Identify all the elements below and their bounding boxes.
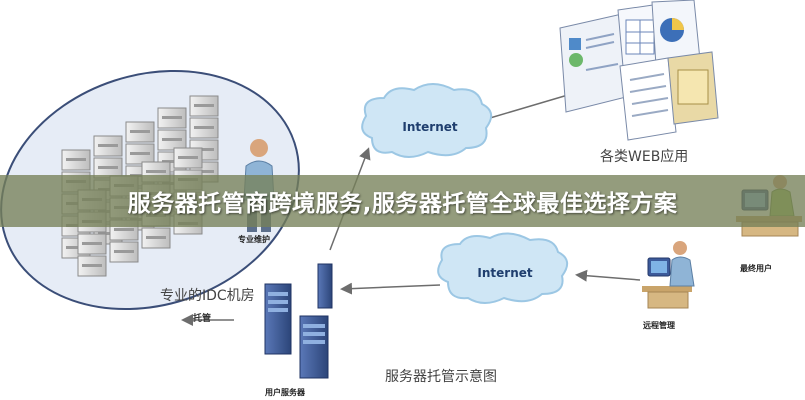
cloud-label-bottom: Internet <box>477 266 532 280</box>
rack-slot <box>194 148 214 151</box>
rack-slot <box>146 170 166 173</box>
rack-slot <box>98 166 118 169</box>
rack-slot <box>162 138 182 141</box>
title-banner: 服务器托管商跨境服务,服务器托管全球最佳选择方案 <box>0 175 805 227</box>
banner-title: 服务器托管商跨境服务,服务器托管全球最佳选择方案 <box>127 191 678 217</box>
rack-slot <box>194 170 214 173</box>
user-server-label: 用户服务器 <box>265 388 305 397</box>
rack-slot <box>98 144 118 147</box>
rack-slot <box>130 130 150 133</box>
arrow-remote-to-internet <box>575 269 641 282</box>
manage-label: 托管 <box>193 314 212 324</box>
rack-slot <box>114 250 134 253</box>
rack-slot <box>114 228 134 231</box>
end-user-label: 最终用户 <box>740 264 772 273</box>
rack-slot <box>130 152 150 155</box>
arrow-internet-to-server <box>340 282 441 295</box>
rack-slot <box>82 242 102 245</box>
rack-slot <box>98 232 118 235</box>
rack-slot <box>66 246 86 249</box>
idc-room-label: 专业的IDC机房 <box>160 288 255 304</box>
web-apps-label: 各类WEB应用 <box>600 149 689 165</box>
rack-slot <box>194 104 214 107</box>
internet-cloud-top: Internet <box>361 83 493 158</box>
rack-slot <box>194 126 214 129</box>
rack-slot <box>162 116 182 119</box>
rack-slot <box>162 160 182 163</box>
cloud-label-top: Internet <box>402 120 457 134</box>
rack-slot <box>66 158 86 161</box>
remote-manage-label: 远程管理 <box>643 321 675 330</box>
rack-slot <box>178 156 198 159</box>
pro-maintenance-label: 专业维护 <box>238 235 270 244</box>
remote-admin-icon <box>642 241 695 309</box>
arrow-internet-to-web <box>489 88 581 119</box>
rack-slot <box>82 264 102 267</box>
rack-slot <box>146 236 166 239</box>
internet-cloud-bottom: Internet <box>437 232 569 304</box>
diagram-caption: 服务器托管示意图 <box>385 369 497 385</box>
web-apps-icon <box>559 0 719 141</box>
user-servers-icon <box>264 263 333 379</box>
